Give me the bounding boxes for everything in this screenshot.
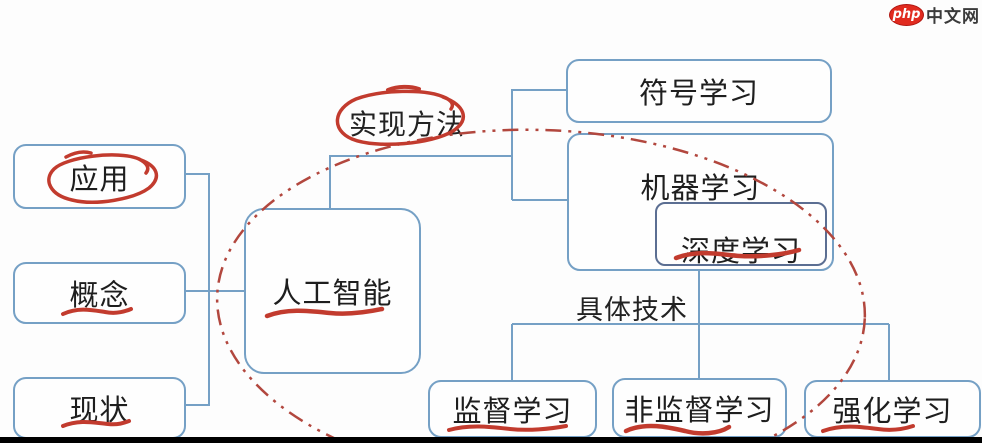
node-deep-learning-label: 深度学习 — [680, 234, 801, 268]
node-concept: 概念 — [13, 262, 186, 324]
techniques-branch-label: 具体技术 — [576, 295, 688, 326]
node-unsupervised-learning: 非监督学习 — [612, 378, 787, 438]
node-application-label: 应用 — [69, 161, 130, 196]
site-logo-text: 中文网 — [926, 7, 980, 27]
node-symbol-learning-label: 符号学习 — [638, 76, 759, 110]
methods-circle-flick — [386, 84, 421, 92]
methods-branch-label: 实现方法 — [349, 108, 466, 141]
node-symbol-learning: 符号学习 — [566, 59, 832, 123]
root-to-methods-connector — [329, 155, 512, 208]
node-artificial-intelligence-label: 人工智能 — [272, 276, 393, 310]
node-unsupervised-learning-label: 非监督学习 — [624, 393, 775, 427]
bottom-black-bar — [0, 437, 982, 443]
node-application: 应用 — [13, 144, 186, 209]
site-logo: php 中文网 — [889, 2, 980, 27]
node-supervised-learning-label: 监督学习 — [452, 394, 573, 428]
node-current-status: 现状 — [13, 377, 186, 439]
node-concept-label: 概念 — [69, 278, 130, 312]
node-artificial-intelligence: 人工智能 — [244, 208, 421, 374]
node-machine-learning: 机器学习 深度学习 — [567, 133, 834, 271]
node-supervised-learning: 监督学习 — [428, 380, 597, 438]
left-tree-connector — [182, 173, 210, 406]
node-reinforcement-learning-label: 强化学习 — [832, 394, 953, 428]
php-logo-badge: php — [889, 3, 924, 26]
node-reinforcement-learning: 强化学习 — [804, 380, 981, 438]
node-deep-learning: 深度学习 — [655, 202, 827, 268]
node-current-status-label: 现状 — [69, 393, 130, 427]
node-machine-learning-label: 机器学习 — [640, 171, 761, 205]
